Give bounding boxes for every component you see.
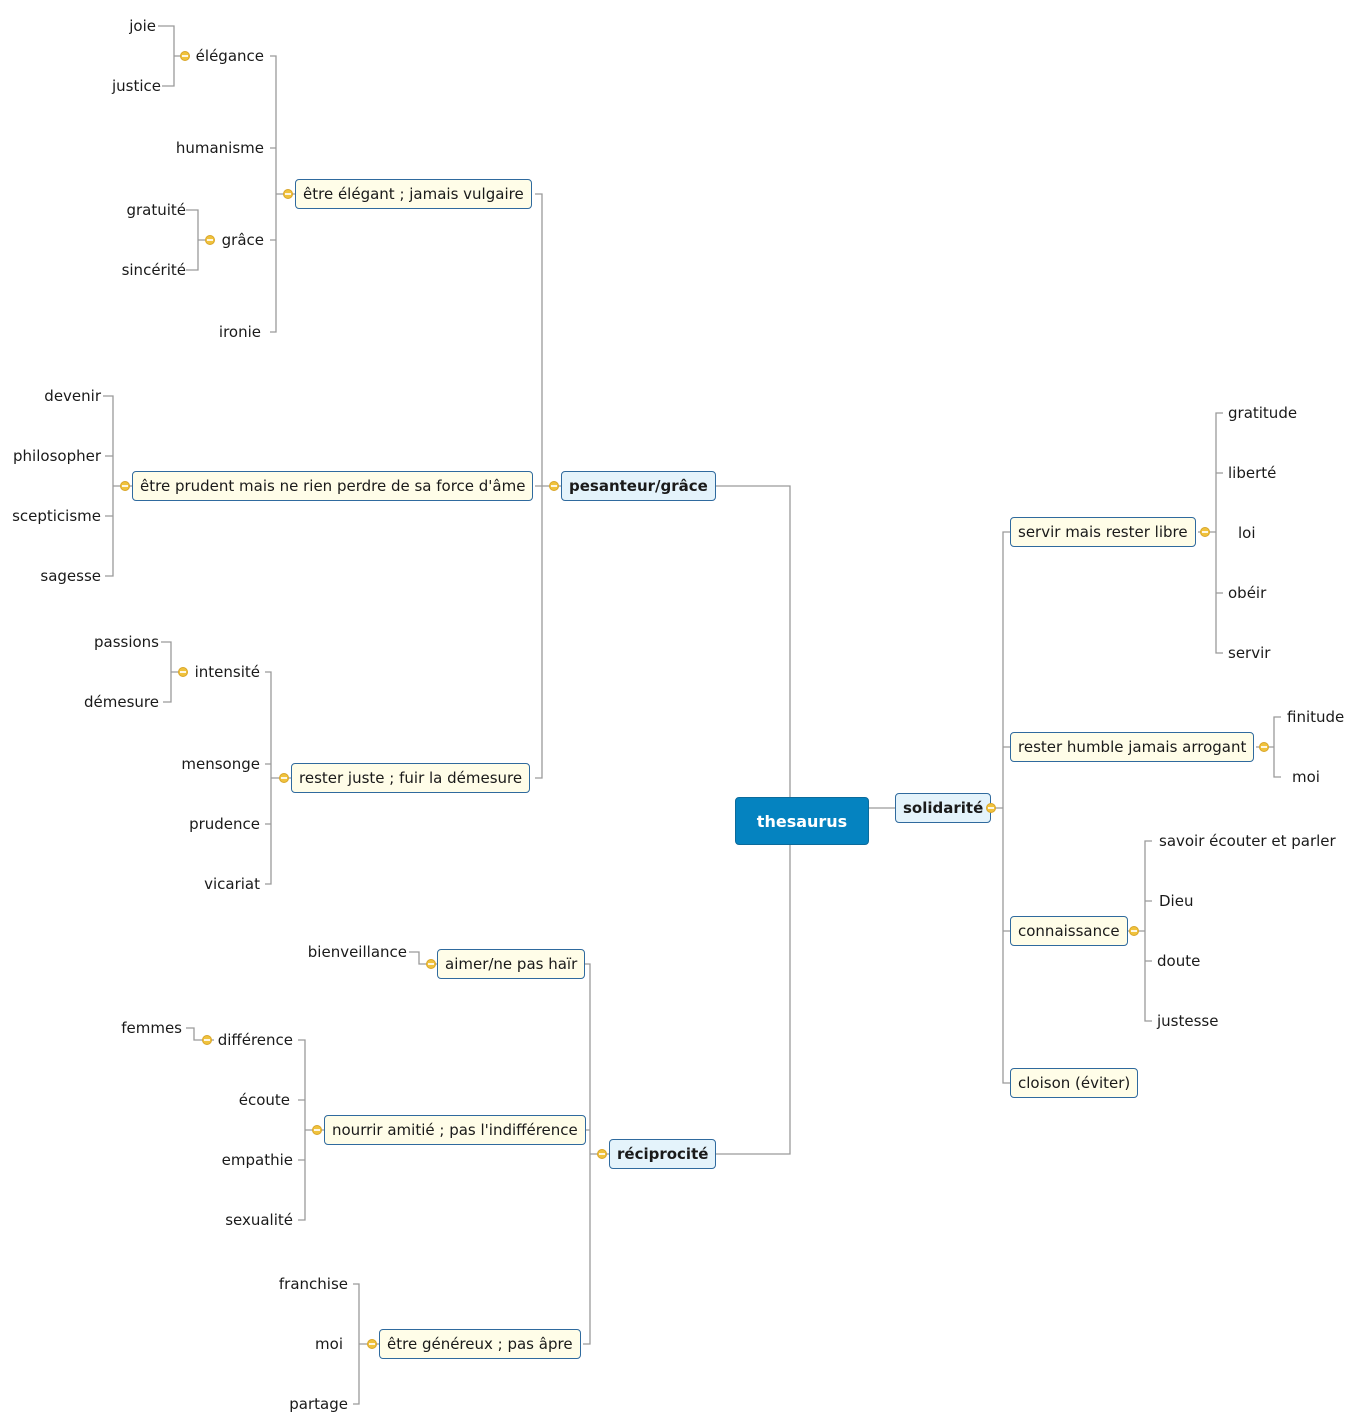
collapse-toggle-icon[interactable] <box>120 481 130 491</box>
collapse-toggle-icon[interactable] <box>202 1035 212 1045</box>
node-justesse[interactable]: justesse <box>1157 1012 1219 1030</box>
node-mensonge[interactable]: mensonge <box>181 755 260 773</box>
topic-reciprocite[interactable]: réciprocité <box>609 1139 717 1169</box>
node-justice[interactable]: justice <box>111 77 161 95</box>
node-grace[interactable]: grâce <box>221 231 264 249</box>
node-passions[interactable]: passions <box>93 633 159 651</box>
node-ecoute[interactable]: écoute <box>238 1091 290 1109</box>
node-moi-right[interactable]: moi <box>1292 768 1320 786</box>
node-devenir[interactable]: devenir <box>44 387 101 405</box>
node-servir[interactable]: servir <box>1228 644 1271 662</box>
node-savoir-ecouter[interactable]: savoir écouter et parler <box>1159 832 1336 850</box>
node-gratitude[interactable]: gratitude <box>1228 404 1298 422</box>
node-sincerite[interactable]: sincérité <box>121 261 186 279</box>
collapse-toggle-icon[interactable] <box>367 1339 377 1349</box>
node-ironie[interactable]: ironie <box>218 323 261 341</box>
node-obeir[interactable]: obéir <box>1228 584 1267 602</box>
subtopic-etre-genereux[interactable]: être généreux ; pas âpre <box>379 1329 581 1359</box>
collapse-toggle-icon[interactable] <box>986 803 996 813</box>
node-moi[interactable]: moi <box>315 1335 343 1353</box>
subtopic-aimer[interactable]: aimer/ne pas haïr <box>437 949 586 979</box>
node-bienveillance[interactable]: bienveillance <box>307 943 407 961</box>
collapse-toggle-icon[interactable] <box>426 959 436 969</box>
node-partage[interactable]: partage <box>289 1395 348 1413</box>
collapse-toggle-icon[interactable] <box>1259 742 1269 752</box>
node-dieu[interactable]: Dieu <box>1159 892 1194 910</box>
node-joie[interactable]: joie <box>129 17 156 35</box>
node-demesure[interactable]: démesure <box>84 693 159 711</box>
node-philosopher[interactable]: philosopher <box>13 447 101 465</box>
node-finitude[interactable]: finitude <box>1287 708 1345 726</box>
node-sagesse[interactable]: sagesse <box>40 567 101 585</box>
subtopic-etre-elegant[interactable]: être élégant ; jamais vulgaire <box>295 179 532 209</box>
subtopic-rester-juste[interactable]: rester juste ; fuir la démesure <box>291 763 531 793</box>
topic-solidarite[interactable]: solidarité <box>895 793 992 823</box>
collapse-toggle-icon[interactable] <box>279 773 289 783</box>
node-loi[interactable]: loi <box>1238 524 1256 542</box>
node-scepticisme[interactable]: scepticisme <box>12 507 101 525</box>
node-franchise[interactable]: franchise <box>278 1275 348 1293</box>
node-empathie[interactable]: empathie <box>221 1151 293 1169</box>
collapse-toggle-icon[interactable] <box>597 1149 607 1159</box>
subtopic-nourrir-amitie[interactable]: nourrir amitié ; pas l'indifférence <box>324 1115 586 1145</box>
node-difference[interactable]: différence <box>217 1031 293 1049</box>
subtopic-etre-prudent[interactable]: être prudent mais ne rien perdre de sa f… <box>132 471 534 501</box>
collapse-toggle-icon[interactable] <box>205 235 215 245</box>
node-sexualite[interactable]: sexualité <box>225 1211 293 1229</box>
topic-pesanteur-grace[interactable]: pesanteur/grâce <box>561 471 716 501</box>
collapse-toggle-icon[interactable] <box>180 51 190 61</box>
collapse-toggle-icon[interactable] <box>1129 926 1139 936</box>
subtopic-connaissance[interactable]: connaissance <box>1010 916 1128 946</box>
subtopic-servir[interactable]: servir mais rester libre <box>1010 517 1196 547</box>
node-vicariat[interactable]: vicariat <box>204 875 260 893</box>
subtopic-cloison[interactable]: cloison (éviter) <box>1010 1068 1139 1098</box>
node-humanisme[interactable]: humanisme <box>175 139 264 157</box>
node-doute[interactable]: doute <box>1157 952 1201 970</box>
root-topic[interactable]: thesaurus <box>735 797 869 845</box>
collapse-toggle-icon[interactable] <box>283 189 293 199</box>
collapse-toggle-icon[interactable] <box>549 481 559 491</box>
collapse-toggle-icon[interactable] <box>312 1125 322 1135</box>
node-gratuite[interactable]: gratuité <box>126 201 186 219</box>
node-prudence[interactable]: prudence <box>189 815 260 833</box>
node-intensite[interactable]: intensité <box>194 663 260 681</box>
subtopic-rester-humble[interactable]: rester humble jamais arrogant <box>1010 732 1255 762</box>
node-femmes[interactable]: femmes <box>121 1019 182 1037</box>
collapse-toggle-icon[interactable] <box>178 667 188 677</box>
collapse-toggle-icon[interactable] <box>1200 527 1210 537</box>
node-liberte[interactable]: liberté <box>1228 464 1277 482</box>
node-elegance[interactable]: élégance <box>195 47 264 65</box>
